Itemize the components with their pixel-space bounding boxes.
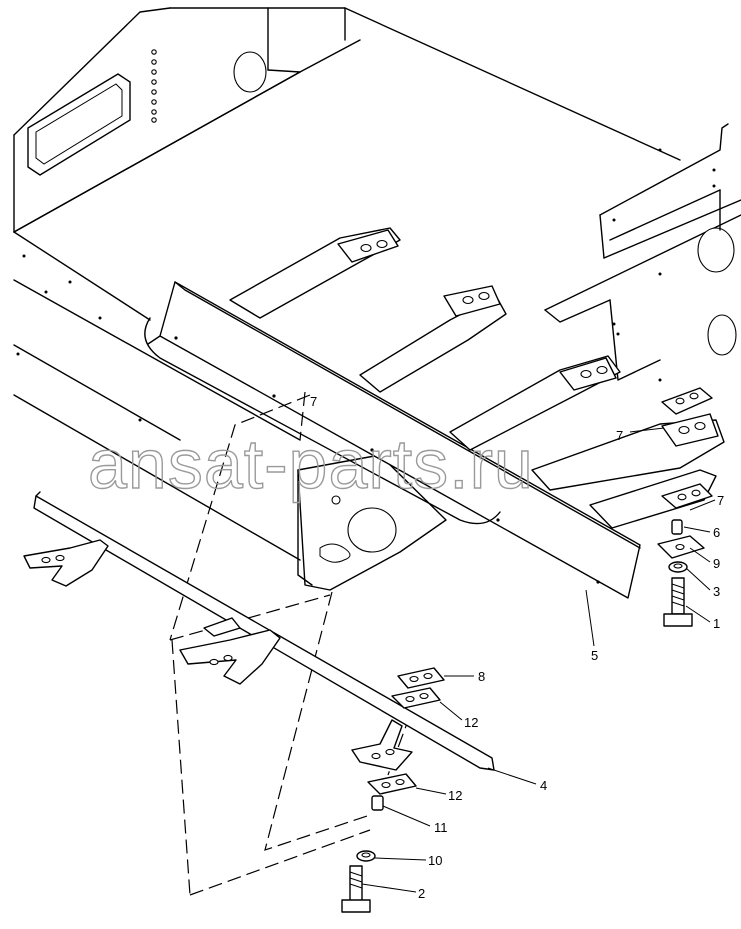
chassis-frame [13,7,741,591]
cross-member-lower [23,491,495,913]
callout-10: 10 [428,853,442,868]
callout-6: 6 [713,525,720,540]
callout-5: 5 [591,648,598,663]
callout-2: 2 [418,886,425,901]
rivet-column [151,49,157,123]
callout-12-upper: 12 [464,715,478,730]
callout-9: 9 [713,556,720,571]
callout-8: 8 [478,669,485,684]
callout-labels: 7 7 6 9 3 1 5 8 12 4 12 11 10 2 7 [310,394,724,901]
callout-7-dashed: 7 [310,394,317,409]
watermark-text: ansat-parts.ru [88,425,534,503]
callout-12-lower: 12 [448,788,462,803]
callout-7-upper: 7 [616,428,623,443]
callout-11: 11 [434,820,448,835]
callout-4: 4 [540,778,547,793]
callout-leaders [361,427,716,893]
callout-3: 3 [713,584,720,599]
cross-member-upper [144,227,725,627]
callout-7-middle: 7 [717,493,724,508]
callout-1: 1 [713,616,720,631]
